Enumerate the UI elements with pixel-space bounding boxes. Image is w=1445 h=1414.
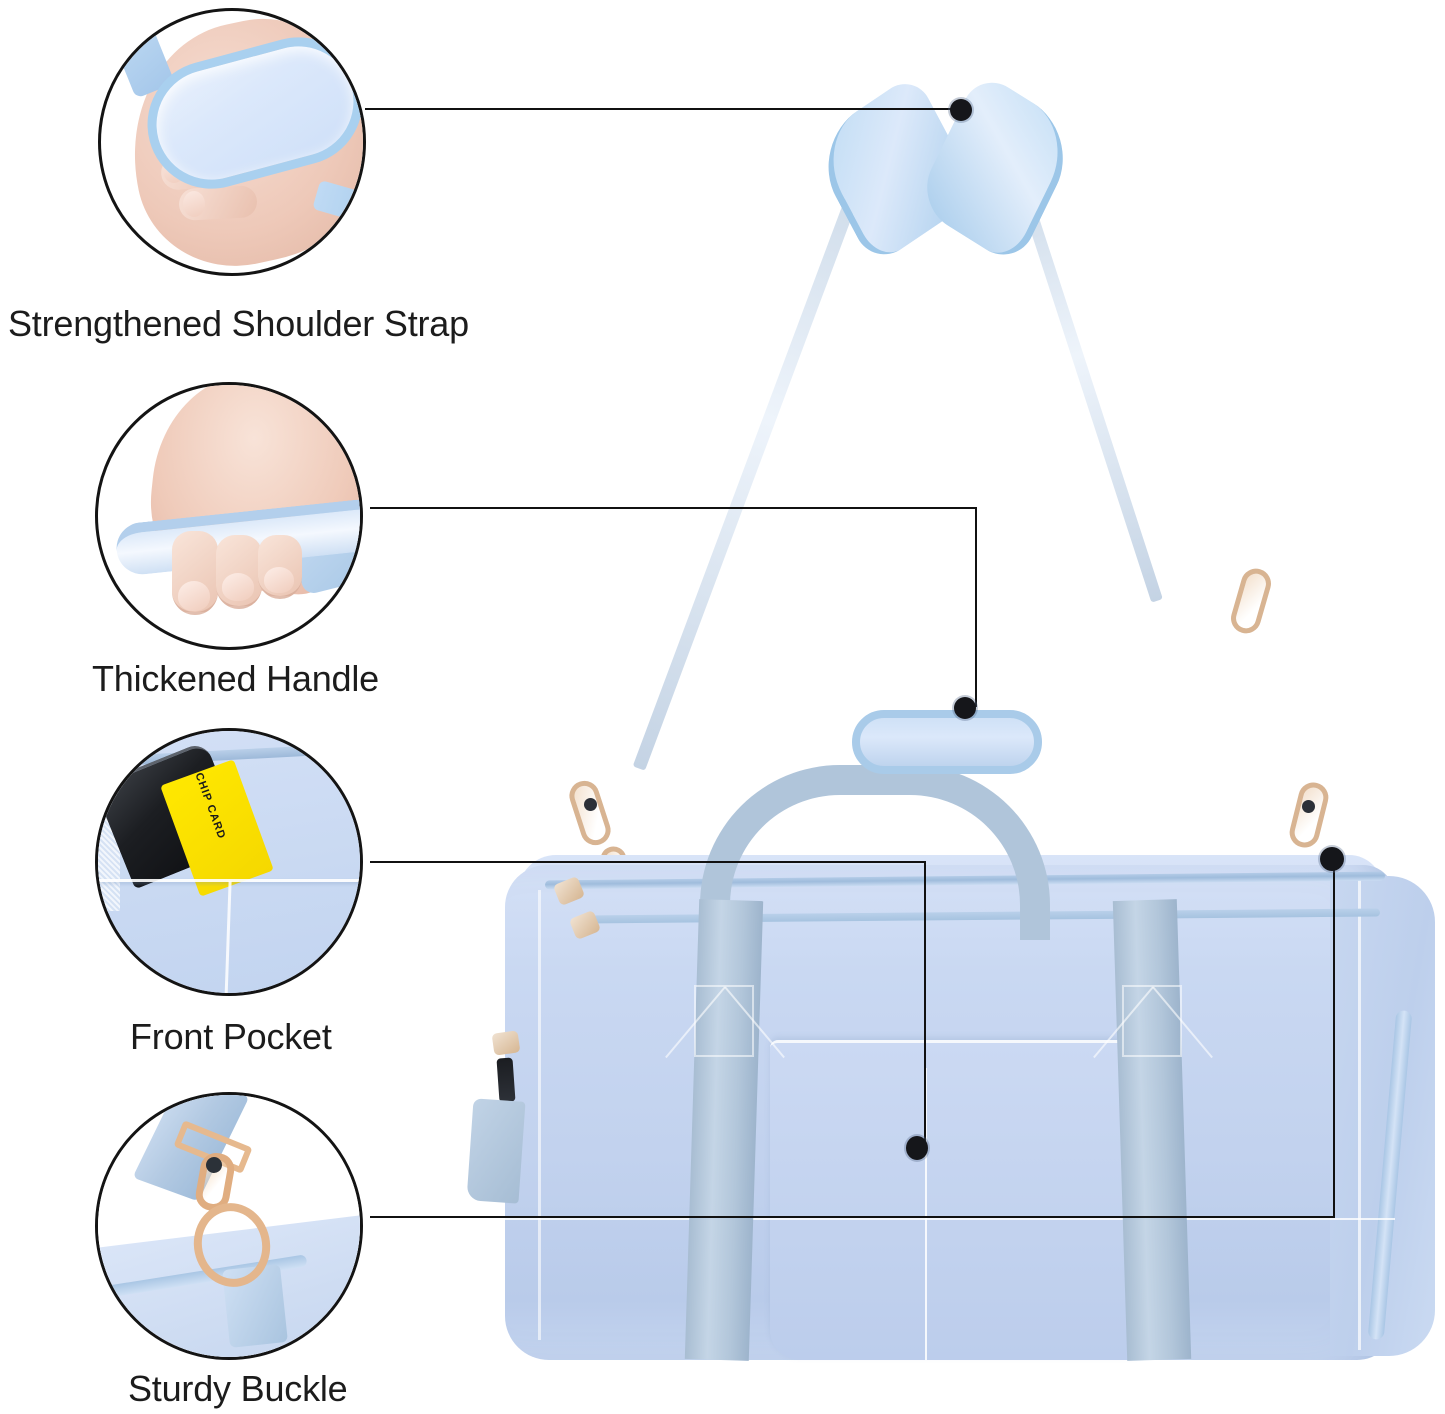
leader-line-buckle-vertical [1333, 860, 1335, 1218]
leader-line-shoulder-strap [365, 108, 955, 110]
fingernail [178, 581, 210, 611]
leader-line-buckle-horizontal [370, 1216, 1335, 1218]
handle-stitch-x-right [1122, 985, 1182, 1057]
front-pocket-divider [925, 1068, 927, 1360]
callout-label-shoulder-strap: Strengthened Shoulder Strap [8, 303, 469, 344]
callout-circle-handle [95, 382, 363, 650]
callout-circle-front-pocket: CHIP CARD [95, 728, 363, 996]
side-zipper-head [491, 1030, 521, 1056]
bag-right-seam [1358, 880, 1361, 1350]
strap-buckle-right-lower [1286, 779, 1332, 851]
callout-label-front-pocket: Front Pocket [130, 1016, 332, 1057]
leader-dot-shoulder-strap [950, 99, 972, 121]
chip-card-label: CHIP CARD [192, 771, 228, 841]
callout-circle-buckle [95, 1092, 363, 1360]
fingernail [264, 567, 294, 593]
leader-dot-front-pocket [906, 1136, 928, 1160]
handle-grip-pad [852, 710, 1042, 774]
leader-dot-handle [954, 697, 976, 719]
shoulder-pad [807, 69, 1083, 269]
callout-circle-shoulder-strap [98, 8, 366, 276]
leader-line-front-pocket-horizontal [370, 861, 926, 863]
shoulder-strap-left [632, 185, 862, 771]
bag-side-webbing-loop [466, 1098, 526, 1204]
callout-label-handle: Thickened Handle [92, 658, 379, 699]
side-zipper-pull [496, 1057, 516, 1103]
leader-line-handle-horizontal [370, 507, 977, 509]
strap-buckle-left [565, 776, 615, 850]
fingernail [222, 573, 254, 601]
bag-left-seam [538, 890, 541, 1340]
strap-buckle-right-rivet [1302, 800, 1315, 813]
shoulder-pad-right-wing [913, 69, 1083, 269]
bag-front-pocket [770, 1040, 1160, 1360]
shoulder-strap-right [1018, 190, 1163, 603]
strap-buckle-right-upper [1227, 565, 1275, 637]
callout-label-buckle: Sturdy Buckle [128, 1368, 348, 1409]
leader-line-front-pocket-vertical [924, 861, 926, 1146]
front-pocket-top-edge [98, 879, 360, 882]
handle-stitch-x-left [694, 985, 754, 1057]
strap-buckle-left-rivet [584, 798, 597, 811]
bag-bottom-seam [505, 1218, 1395, 1220]
leader-dot-buckle [1320, 847, 1344, 871]
fingernail [183, 191, 205, 217]
leader-line-handle-vertical [975, 507, 977, 707]
